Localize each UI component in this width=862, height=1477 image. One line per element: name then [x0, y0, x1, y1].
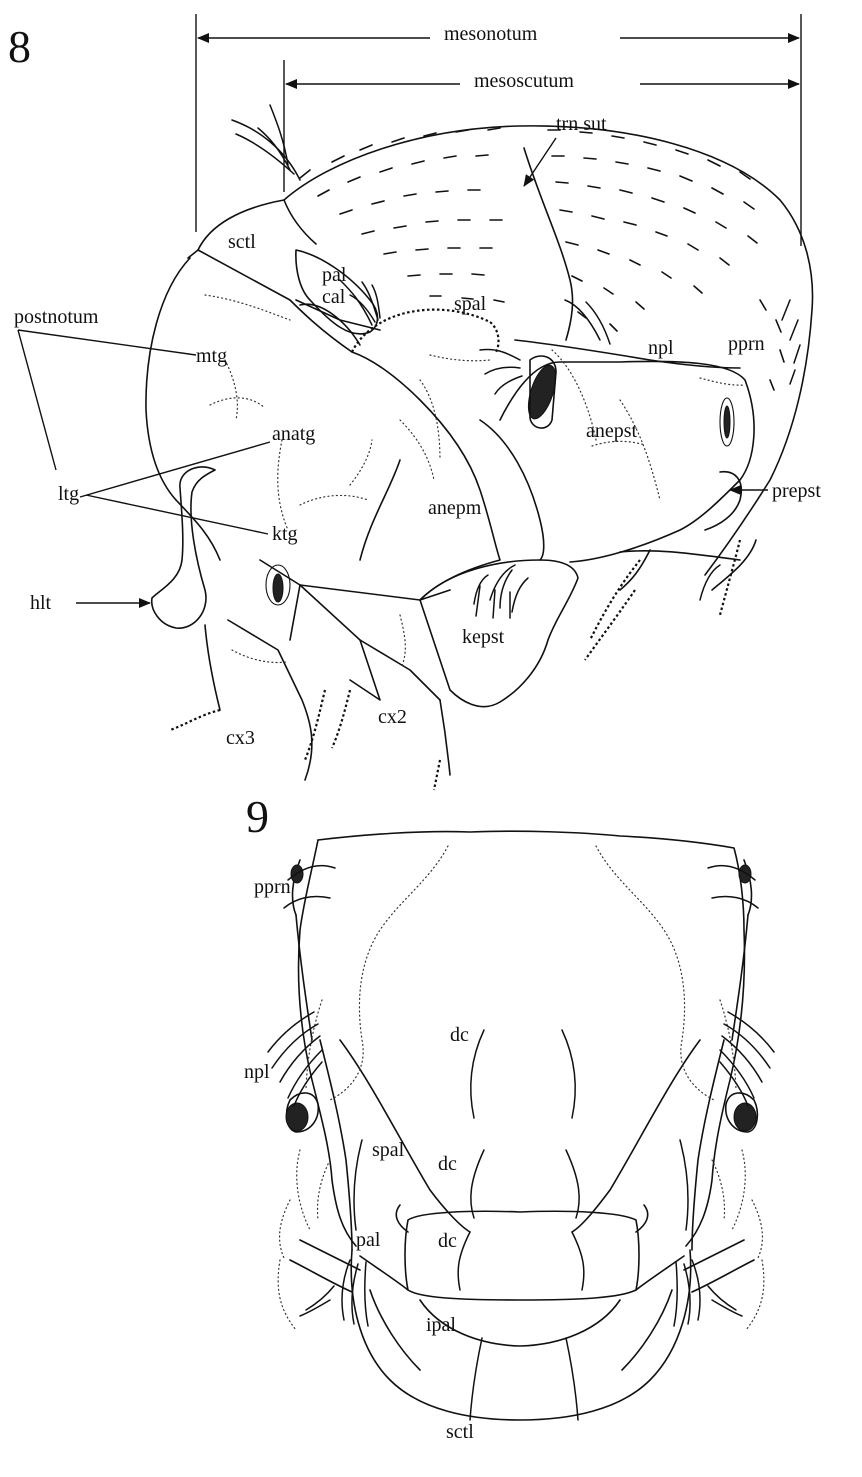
- label-ktg: ktg: [272, 523, 298, 545]
- panel-9: 9: [244, 791, 774, 1443]
- label-mesoscutum: mesoscutum: [474, 70, 574, 92]
- panel-9-labels: pprn dc npl spal dc pal dc ipal sctl: [244, 876, 474, 1443]
- label-prepst: prepst: [772, 480, 821, 502]
- leader-postnotum: [18, 330, 196, 355]
- large-bristles-panel8: [232, 105, 800, 618]
- label-hlt: hlt: [30, 592, 52, 614]
- label-ipal: ipal: [426, 1314, 456, 1336]
- label-kepst: kepst: [462, 626, 505, 648]
- anepimeron-contour: [352, 352, 500, 600]
- mesonotum-dimension-bracket: mesonotum: [196, 14, 801, 246]
- label-anepm: anepm: [428, 497, 482, 519]
- label-sctl: sctl: [228, 231, 256, 253]
- label-dc-upper: dc: [450, 1024, 469, 1046]
- label-pprn: pprn: [728, 333, 765, 355]
- label-pal-dorsal: pal: [356, 1229, 381, 1251]
- label-npl: npl: [648, 337, 674, 359]
- right-humeral-spot: [739, 865, 751, 883]
- leader-anatg: [80, 442, 270, 497]
- label-sctl-dorsal: sctl: [446, 1421, 474, 1443]
- label-cx3: cx3: [226, 727, 255, 749]
- scutal-setae: [300, 128, 784, 390]
- label-postnotum: postnotum: [14, 306, 99, 328]
- label-anatg: anatg: [272, 423, 315, 445]
- label-anepst: anepst: [586, 420, 638, 442]
- label-ltg: ltg: [58, 483, 79, 505]
- panel-number-9: 9: [246, 791, 269, 842]
- label-dc-lower: dc: [438, 1230, 457, 1252]
- thorax-dorsal-outline: [268, 831, 774, 1420]
- panel-number-8: 8: [8, 21, 31, 72]
- postscutellum-outline: [351, 1250, 690, 1420]
- label-cal: cal: [322, 286, 346, 308]
- thorax-lateral-outline: [146, 105, 813, 790]
- transverse-suture: [524, 148, 573, 340]
- label-trn-sut: trn sut: [556, 113, 607, 135]
- label-npl-dorsal: npl: [244, 1061, 270, 1083]
- right-spiracle-dorsal: [734, 1103, 756, 1131]
- label-mtg: mtg: [196, 345, 227, 367]
- scutellum-dorsal-outline: [405, 1211, 639, 1300]
- label-spal-dorsal: spal: [372, 1139, 405, 1161]
- label-mesonotum: mesonotum: [444, 23, 538, 45]
- label-pprn-dorsal: pprn: [254, 876, 291, 898]
- label-dc-middle: dc: [438, 1153, 457, 1175]
- scutum-dorsal-outline: [318, 831, 744, 1246]
- wing-base-dashed: [352, 310, 498, 352]
- label-cx2: cx2: [378, 706, 407, 728]
- panel-8-labels: trn sut sctl pal cal postnotum spal mtg …: [14, 113, 821, 749]
- label-pal: pal: [322, 264, 347, 286]
- panel-8: 8 mesonotum mesoscutum: [8, 14, 821, 790]
- postnotum-contour: [146, 258, 190, 500]
- left-spiracle-dorsal: [286, 1103, 308, 1131]
- label-spal: spal: [454, 293, 487, 315]
- scutellum-contour: [198, 200, 316, 250]
